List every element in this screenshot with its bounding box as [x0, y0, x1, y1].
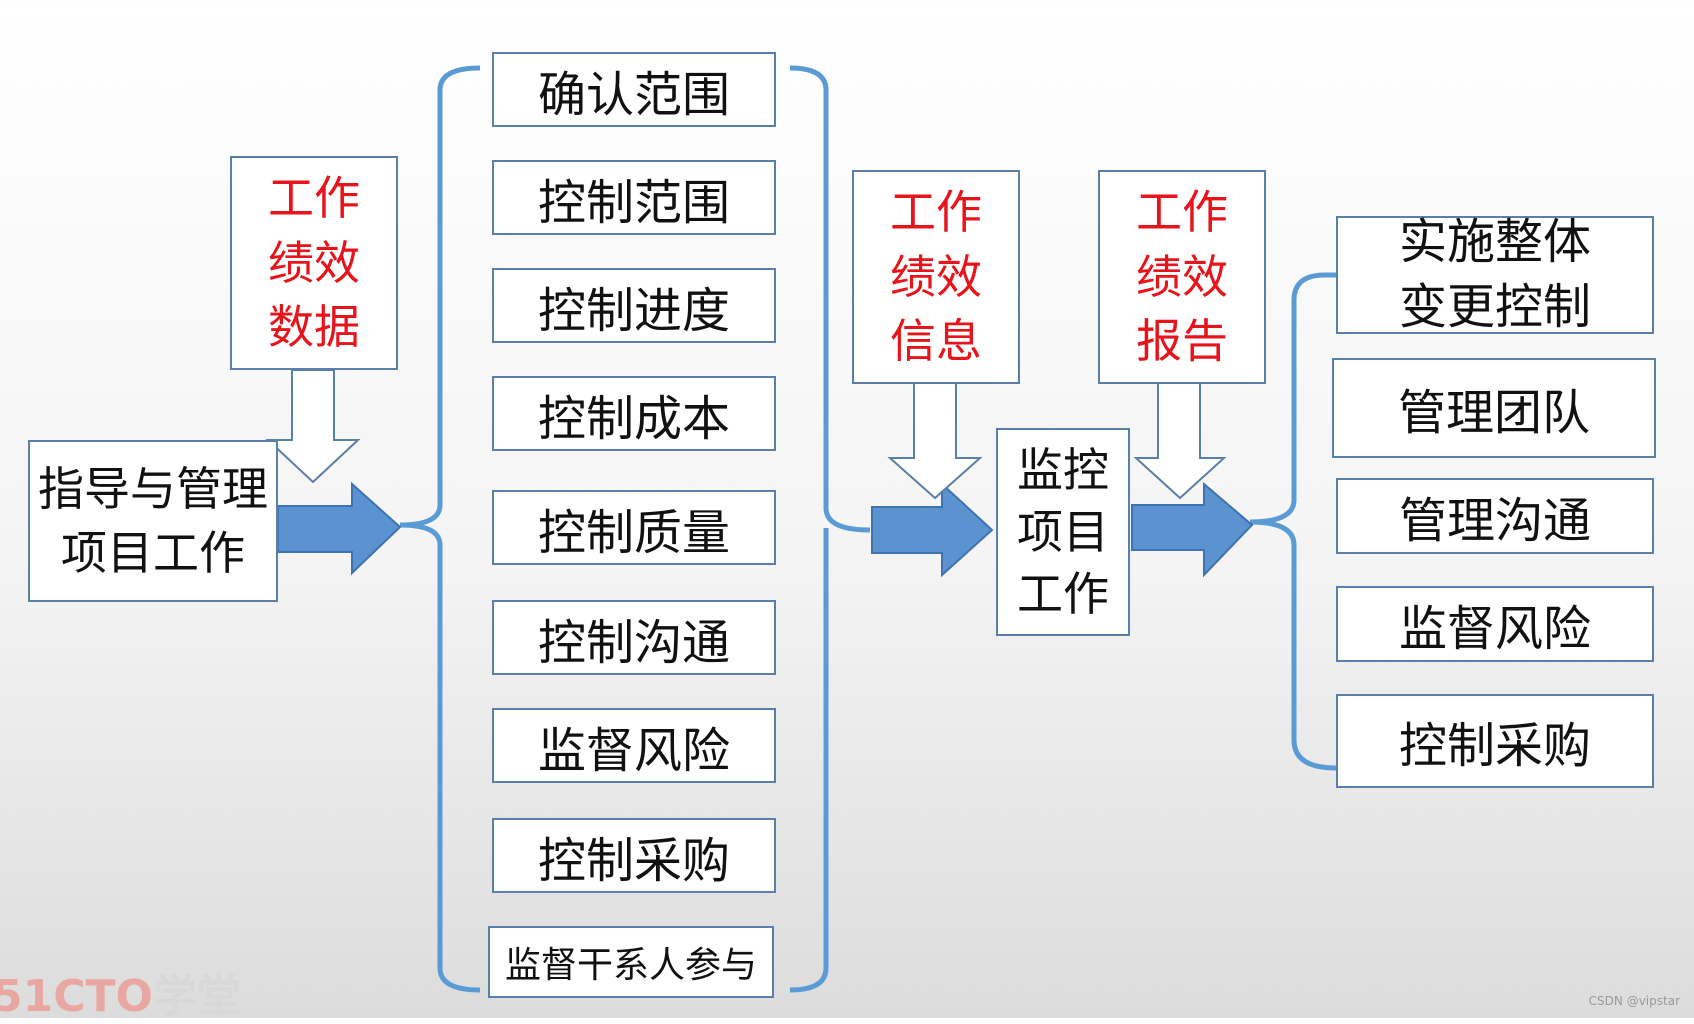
right-bracket: [789, 65, 871, 993]
downstream-line2: 变更控制: [1398, 279, 1591, 335]
control-process-box: 控制范围: [492, 160, 776, 235]
downstream-process-box: 监督风险: [1336, 586, 1654, 662]
control-process-box: 控制成本: [492, 376, 776, 451]
flow-arrow-2: [871, 481, 994, 578]
input-1-line2: 绩效: [268, 235, 360, 290]
downstream-process-box: 实施整体 变更控制: [1336, 214, 1654, 335]
control-process-box: 控制质量: [492, 490, 776, 565]
control-process-label: 确认范围: [537, 66, 730, 123]
start-node-line1: 指导与管理: [38, 461, 268, 516]
control-process-label: 监督风险: [537, 722, 730, 779]
monitor-node-line2: 项目: [1017, 504, 1109, 559]
downstream-process-box: 管理团队: [1332, 358, 1656, 458]
downstream-label: 管理团队: [1397, 385, 1590, 441]
flow-arrow-3: [1131, 481, 1254, 578]
input-1-line3: 数据: [268, 300, 360, 355]
work-performance-data-box: 工作 绩效 数据: [230, 156, 398, 370]
watermark-num: 51CTO: [0, 971, 153, 1022]
control-process-box: 监督干系人参与: [488, 926, 774, 998]
control-process-label: 控制成本: [537, 390, 730, 447]
monitor-node-line1: 监控: [1017, 442, 1109, 497]
output-2-line1: 工作: [1136, 185, 1228, 240]
downstream-label: 监督风险: [1398, 601, 1591, 657]
monitor-node-line3: 工作: [1017, 567, 1109, 622]
downstream-process-box: 管理沟通: [1336, 478, 1654, 554]
control-process-box: 监督风险: [492, 708, 776, 783]
control-process-box: 控制进度: [492, 268, 776, 343]
downstream-process-box: 控制采购: [1336, 694, 1654, 788]
down-arrow-2: [887, 382, 983, 500]
control-process-label: 控制采购: [537, 832, 730, 889]
output-2-line3: 报告: [1136, 314, 1228, 369]
downstream-label: 管理沟通: [1398, 493, 1591, 549]
control-process-label: 监督干系人参与: [504, 945, 757, 986]
watermark-text: 学堂: [152, 971, 241, 1022]
down-arrow-3: [1133, 382, 1227, 500]
monitor-node-box: 监控 项目 工作: [996, 428, 1130, 636]
work-performance-report-box: 工作 绩效 报告: [1098, 170, 1266, 384]
control-process-label: 控制范围: [537, 174, 730, 231]
downstream-bracket: [1249, 272, 1337, 771]
output-1-line3: 信息: [890, 314, 982, 369]
control-process-label: 控制进度: [537, 282, 730, 339]
control-process-label: 控制质量: [537, 504, 730, 561]
output-1-line1: 工作: [890, 185, 982, 240]
down-arrow-1: [265, 369, 361, 484]
downstream-line1: 实施整体: [1398, 214, 1591, 271]
start-node-line2: 项目工作: [61, 526, 245, 580]
downstream-label: 控制采购: [1398, 718, 1591, 774]
control-process-label: 控制沟通: [537, 614, 730, 671]
work-performance-info-box: 工作 绩效 信息: [852, 170, 1020, 384]
credit-text: CSDN @vipstar: [1588, 994, 1680, 1008]
control-process-box: 确认范围: [492, 52, 776, 127]
output-1-line2: 绩效: [890, 249, 982, 304]
output-2-line2: 绩效: [1136, 249, 1228, 304]
watermark-logo: 51CTO学堂: [0, 960, 241, 1024]
left-bracket: [399, 65, 481, 993]
start-node-box: 指导与管理 项目工作: [28, 440, 278, 602]
input-1-line1: 工作: [268, 171, 360, 226]
control-process-box: 控制采购: [492, 818, 776, 893]
control-process-box: 控制沟通: [492, 600, 776, 675]
flow-arrow-1: [277, 481, 402, 576]
